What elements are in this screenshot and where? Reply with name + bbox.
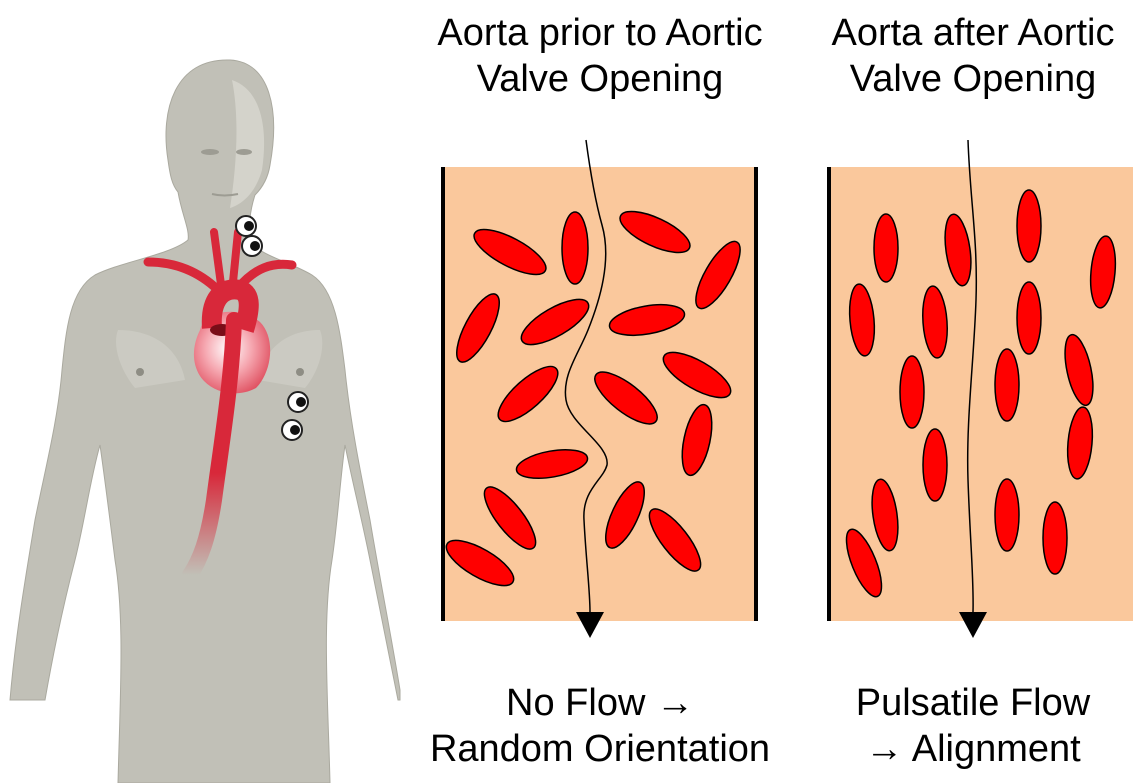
right-nipple	[296, 368, 304, 376]
left-eye	[201, 149, 219, 155]
body-silhouette	[10, 60, 400, 783]
red-blood-cell	[900, 356, 924, 428]
left-nipple	[136, 368, 144, 376]
flow-arrow-icon	[959, 612, 987, 638]
human-body-illustration	[10, 60, 400, 783]
left-vessel-panel	[440, 140, 756, 638]
flow-arrow-icon	[576, 612, 604, 638]
red-blood-cell	[995, 479, 1019, 551]
red-blood-cell	[1017, 282, 1041, 354]
red-blood-cell	[923, 429, 947, 501]
red-blood-cell	[995, 349, 1019, 421]
red-blood-cell	[1017, 190, 1041, 262]
right-eye	[236, 149, 252, 155]
right-vessel-panel	[829, 140, 1133, 638]
red-blood-cell	[562, 212, 588, 284]
red-blood-cell	[1043, 502, 1067, 574]
red-blood-cell	[874, 214, 898, 282]
